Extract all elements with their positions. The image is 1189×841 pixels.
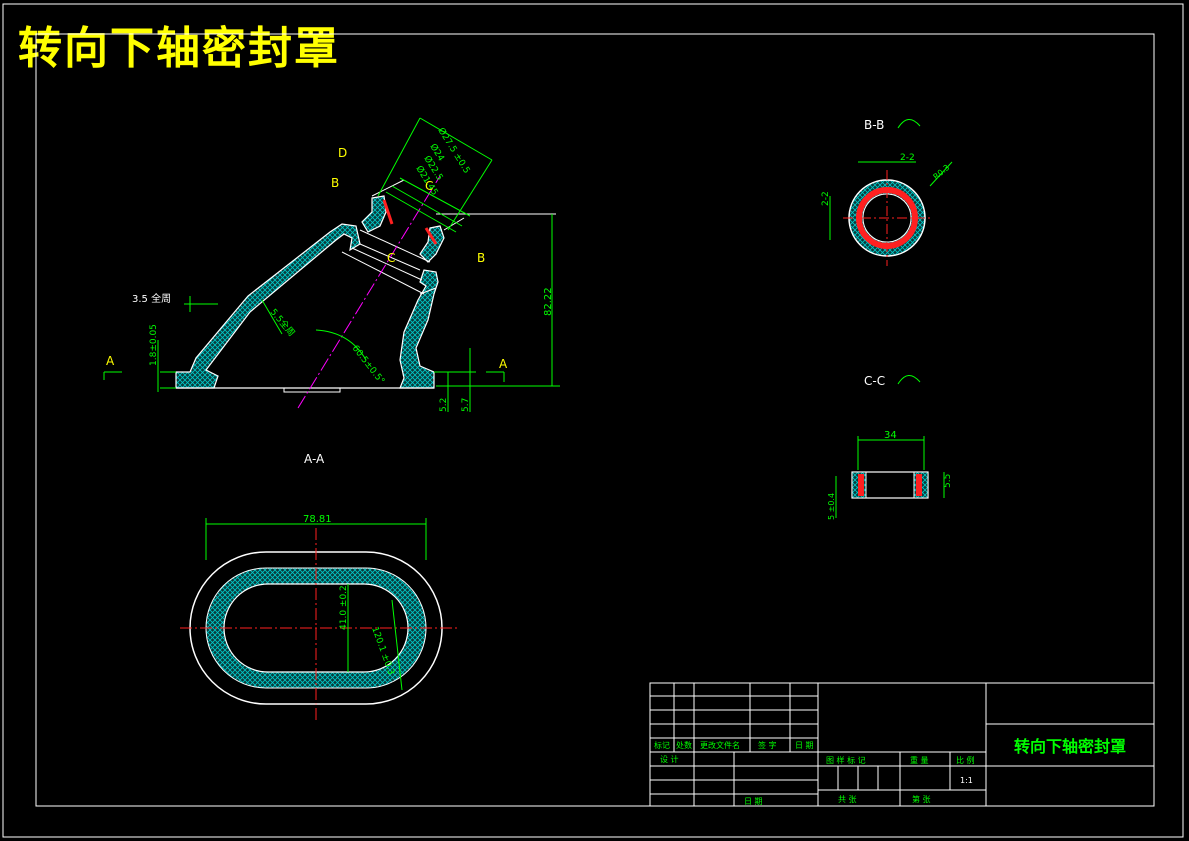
tb-rev-header-date: 日 期 <box>795 741 814 750</box>
title-block-part-name: 转向下轴密封罩 <box>1013 737 1126 756</box>
tb-rev-header-count: 处数 <box>676 740 692 750</box>
dim-base-height: 1.8±0.05 <box>149 324 159 366</box>
main-top-lips-left <box>361 195 387 233</box>
marker-b-bottom: B <box>477 251 485 265</box>
dim-angle: 60.5±0.5° <box>350 344 386 387</box>
dim-top-diameter-lines <box>377 117 493 233</box>
main-section-view: 82.22 Ø27.5 ±0.5 Ø24 Ø22.5 Ø21.45 3.5 全周… <box>103 117 560 466</box>
marker-d: D <box>338 146 347 160</box>
main-center-line <box>297 175 441 409</box>
main-red-section-left <box>382 199 394 225</box>
cc-red-left <box>858 474 864 496</box>
title-block <box>649 682 1155 807</box>
dim-h-5-2: 5.2 <box>439 398 449 412</box>
tb-design: 设 计 <box>660 754 679 764</box>
dim-right-base-lines <box>434 348 476 412</box>
tb-rev-header-mark: 标记 <box>654 740 670 750</box>
cc-rotate-arrow <box>897 375 921 385</box>
marker-c-top: C <box>425 179 433 193</box>
tb-frame <box>649 682 1155 807</box>
oval-view: 78.81 41.0 ±0.2 120.1 ±0.3 <box>180 514 460 720</box>
dim-wall-thickness: 3.5 全周 <box>132 292 171 305</box>
tb-grid <box>650 683 1154 806</box>
label-section-cc: C-C <box>864 374 885 388</box>
dim-left-base-lines <box>157 296 218 392</box>
bb-dim-lines <box>829 161 953 240</box>
dim-main-height: 82.22 <box>543 287 554 316</box>
main-collar-lines <box>371 179 556 231</box>
tb-scale-value: 1:1 <box>960 776 973 785</box>
dim-wall-thickness-2: 5.5全周 <box>268 306 298 338</box>
outer-frame <box>2 3 1184 838</box>
dim-h-5-7: 5.7 <box>461 398 471 412</box>
marker-a-left: A <box>106 354 115 368</box>
tb-sheet-no: 第 张 <box>912 794 931 804</box>
dim-main-height-line <box>436 214 560 387</box>
dim-oval-height: 41.0 ±0.2 <box>339 585 349 630</box>
dim-bb-width: 2-2 <box>900 153 915 163</box>
dim-oval-width: 78.81 <box>303 514 332 525</box>
bb-view: B-B 2-2 2-2 R0.3 <box>821 118 953 266</box>
bb-center-lines <box>843 170 931 266</box>
dim-bb-height: 2-2 <box>821 191 831 206</box>
tb-stage-label: 图 样 标 记 <box>826 755 866 765</box>
oval-height-dim-line <box>347 584 403 691</box>
marker-a-left-arrow <box>103 371 122 380</box>
oval-width-dim-line <box>205 518 427 560</box>
marker-a-right: A <box>499 357 508 371</box>
dim-cc-height-2: 5 ±0.4 <box>827 493 836 520</box>
tb-scale-label: 比 例 <box>956 755 975 765</box>
tb-sheet-total: 共 张 <box>838 795 857 804</box>
dim-cc-height-1: 5.5 <box>943 474 953 488</box>
cc-view: C-C 34 5.5 5 ±0.4 <box>827 374 953 520</box>
dim-wall-leader <box>261 299 283 335</box>
tb-date: 日 期 <box>744 797 763 806</box>
bb-rotate-arrow <box>897 119 921 129</box>
label-section-bb: B-B <box>864 118 884 132</box>
main-wall-right <box>399 269 439 389</box>
drawing-title: 转向下轴密封罩 <box>18 23 340 74</box>
main-base-tab <box>283 387 341 393</box>
title-block-text: 标记 处数 更改文件名 签 字 日 期 设 计 日 期 图 样 标 记 重 量 … <box>654 740 975 806</box>
cc-dim-lines <box>835 436 945 518</box>
main-wall-left <box>175 223 361 389</box>
tb-weight-label: 重 量 <box>910 755 929 765</box>
main-top-lips-right <box>419 225 445 263</box>
inner-frame <box>35 33 1155 807</box>
tb-rev-header-file: 更改文件名 <box>700 740 740 750</box>
marker-b-top: B <box>331 176 339 190</box>
marker-a-right-arrow <box>486 371 505 382</box>
main-red-section-right <box>424 227 438 245</box>
label-section-aa: A-A <box>304 452 325 466</box>
dim-angle-arc <box>315 329 367 361</box>
cc-red-right <box>916 474 922 496</box>
marker-c-mid: C <box>387 251 395 265</box>
dim-cc-width: 34 <box>884 430 897 441</box>
oval-center-lines <box>180 528 460 720</box>
tb-rev-header-sign: 签 字 <box>758 740 777 750</box>
